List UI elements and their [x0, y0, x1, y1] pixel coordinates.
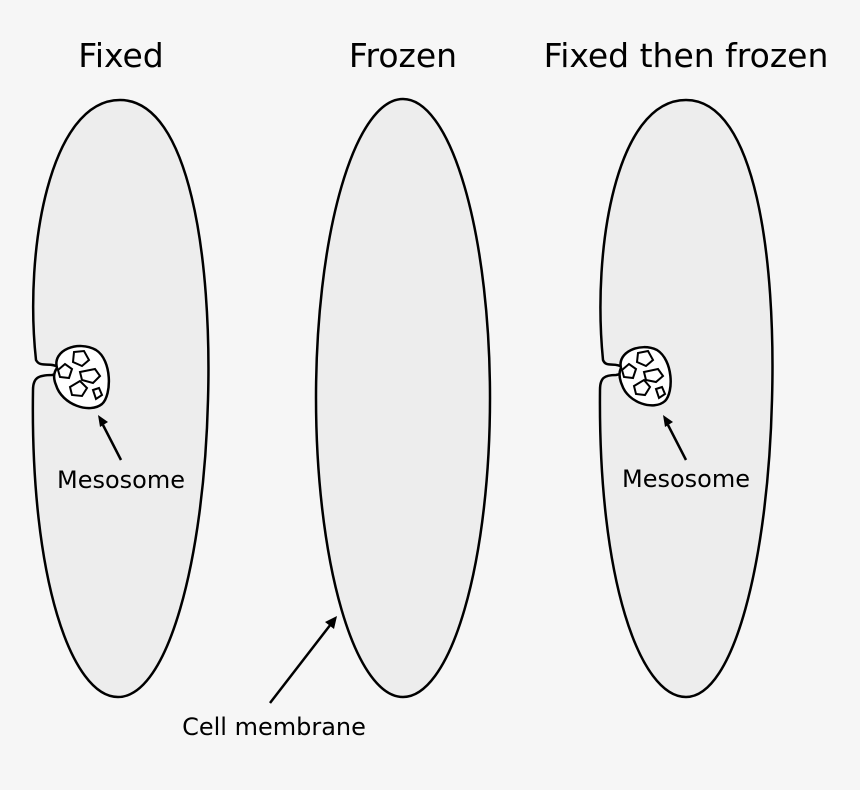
mesosome-label-fixed: Mesosome — [57, 466, 185, 494]
cell-frozen — [314, 97, 492, 699]
cell-membrane-label: Cell membrane — [182, 713, 366, 741]
mesosome-fixed — [52, 344, 111, 410]
membrane-pointer — [269, 616, 337, 704]
mesosome-pointer-fixed-then-frozen — [663, 415, 688, 461]
mesosome-pointer-fixed — [98, 415, 123, 461]
panel-fixed: Fixed Mesosome — [31, 36, 210, 699]
panel-title-frozen: Frozen — [349, 36, 457, 75]
panel-title-fixed: Fixed — [78, 36, 164, 75]
mesosome-label-fixed-then-frozen: Mesosome — [622, 465, 750, 493]
panel-fixed-then-frozen: Fixed then frozen Mesosome — [544, 36, 829, 699]
cell-fixed — [31, 98, 210, 699]
cell-fixed-then-frozen — [598, 98, 774, 699]
mesosome-fixed-then-frozen — [618, 345, 672, 407]
panel-frozen: Frozen Cell membrane — [182, 36, 492, 741]
panel-title-fixed-then-frozen: Fixed then frozen — [544, 36, 829, 75]
